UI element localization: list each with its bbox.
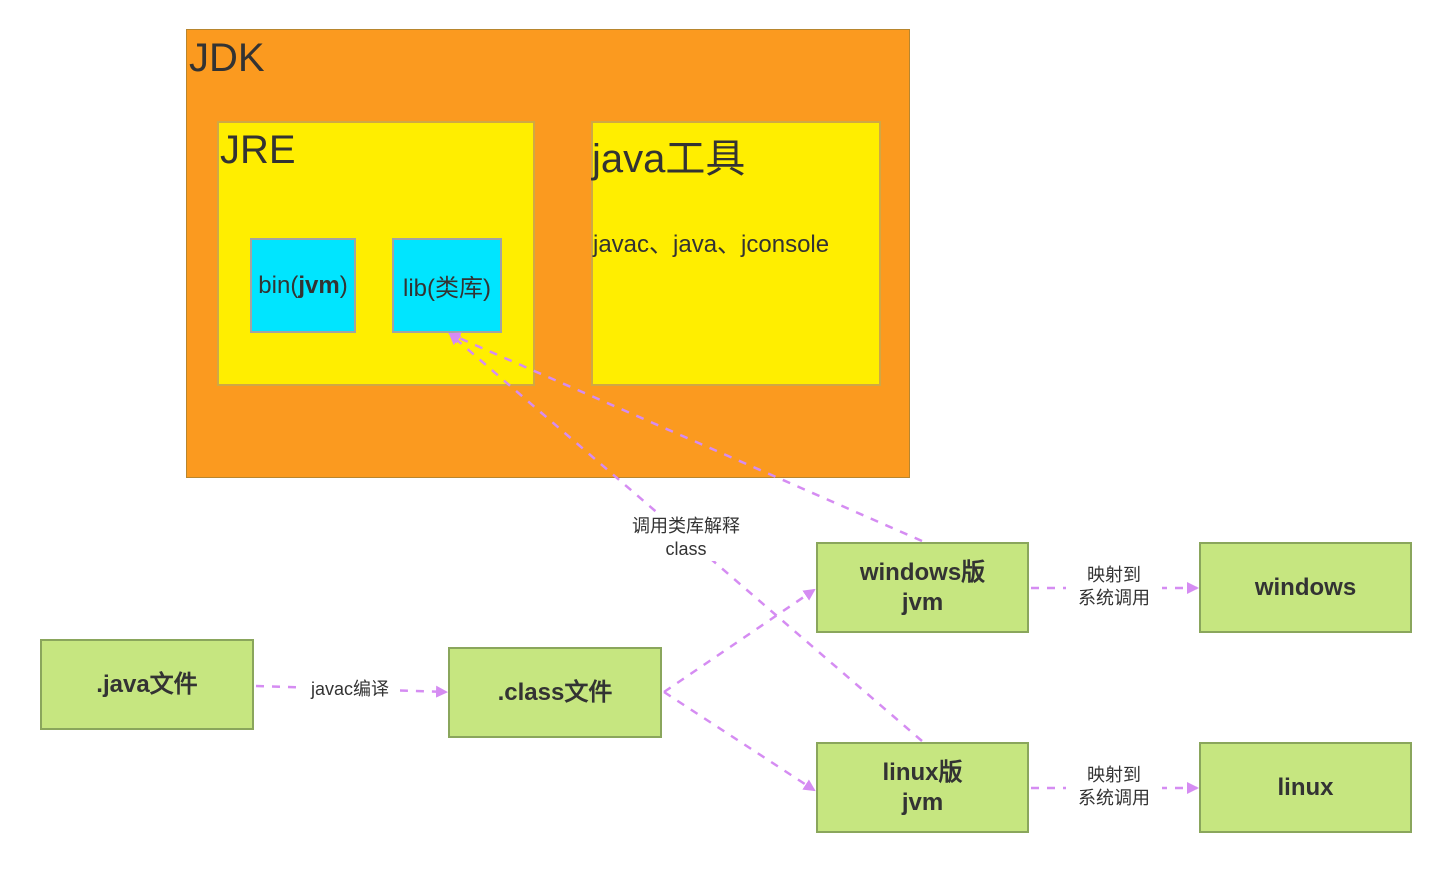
linux-map-label: 映射到 系统调用 bbox=[1066, 764, 1162, 810]
linux-map-line1: 映射到 bbox=[1087, 765, 1141, 785]
jdk-title: JDK bbox=[189, 36, 265, 80]
jre-title: JRE bbox=[220, 128, 296, 172]
class-file-node: .class文件 bbox=[448, 647, 662, 738]
bin-label-suffix: ) bbox=[339, 271, 348, 299]
arrow-class-to-windows-jvm bbox=[663, 588, 816, 694]
bin-jvm-module: bin(jvm) bbox=[250, 238, 356, 333]
java-file-node: .java文件 bbox=[40, 639, 254, 730]
java-file-label: .java文件 bbox=[96, 670, 198, 698]
class-file-label: .class文件 bbox=[497, 678, 613, 706]
windows-os-node: windows bbox=[1199, 542, 1412, 633]
linux-jvm-node: linux版 jvm bbox=[816, 742, 1029, 833]
arrow-class-to-linux-jvm bbox=[663, 690, 816, 792]
linux-jvm-line1: linux版 bbox=[882, 758, 963, 786]
linux-jvm-line2: jvm bbox=[901, 788, 944, 816]
linux-map-line2: 系统调用 bbox=[1078, 788, 1150, 808]
windows-jvm-node: windows版 jvm bbox=[816, 542, 1029, 633]
windows-map-line1: 映射到 bbox=[1087, 565, 1141, 585]
windows-map-label: 映射到 系统调用 bbox=[1066, 564, 1162, 610]
java-tools-title: java工具 bbox=[592, 137, 746, 181]
lib-module: lib(类库) bbox=[392, 238, 502, 333]
compile-label: javac编译 bbox=[300, 678, 400, 701]
lib-call-label: 调用类库解释 class bbox=[616, 515, 756, 561]
windows-jvm-line1: windows版 bbox=[859, 558, 986, 586]
linux-os-node: linux bbox=[1199, 742, 1412, 833]
windows-jvm-line2: jvm bbox=[901, 588, 944, 616]
windows-os-label: windows bbox=[1254, 573, 1357, 601]
bin-label-jvm: jvm bbox=[298, 271, 340, 299]
java-tools-list: javac、java、jconsole bbox=[593, 231, 830, 258]
lib-call-label-line1: 调用类库解释 bbox=[632, 516, 740, 536]
lib-label: lib(类库) bbox=[403, 275, 491, 302]
windows-map-line2: 系统调用 bbox=[1078, 588, 1150, 608]
lib-call-label-line2: class bbox=[665, 539, 707, 559]
bin-label-prefix: bin( bbox=[258, 271, 299, 299]
linux-os-label: linux bbox=[1277, 773, 1334, 801]
